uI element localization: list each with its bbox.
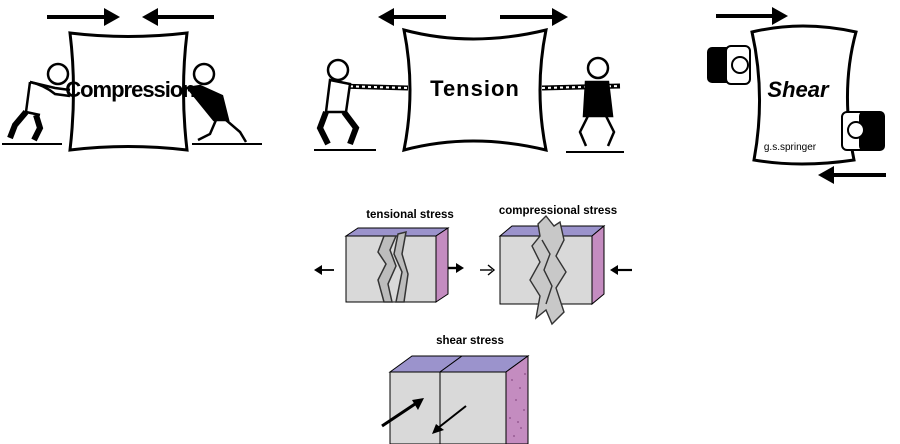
shear-stress-diagram: shear stress (381, 335, 530, 444)
compressional-folds (529, 214, 567, 326)
compressional-arrow-right (610, 265, 632, 275)
shear-label: Shear (767, 77, 830, 102)
shear-arrow-down (432, 405, 467, 434)
tension-arrow-right (500, 8, 568, 26)
tension-label: Tension (430, 76, 520, 101)
tension-block (402, 27, 548, 153)
tensional-cracks (377, 230, 409, 303)
shear-block (750, 24, 858, 166)
compressional-block-side (591, 224, 605, 306)
tension-arrow-left (378, 8, 446, 26)
compression-arrow-right (142, 8, 214, 26)
shear-right-block-front (439, 371, 507, 444)
compressional-arrow-left (480, 264, 496, 276)
shear-figure-bottom (841, 111, 885, 151)
credit-label: g.s.springer (764, 142, 817, 153)
shear-left-block-front (389, 371, 441, 444)
shear-right-block-side (505, 355, 529, 444)
compression-panel: Compression (2, 8, 262, 152)
tensional-arrow-left (314, 265, 334, 275)
left-pulling-figure (316, 58, 360, 146)
tensional-block-top (344, 227, 450, 237)
left-pushing-figure (7, 62, 71, 142)
tensional-stress-label: tensional stress (366, 209, 454, 221)
tensional-stress-diagram: tensional stress (314, 209, 464, 303)
shear-stress-label: shear stress (436, 335, 504, 347)
right-pushing-figure (185, 62, 248, 143)
compression-label: Compression (65, 77, 195, 102)
tensional-arrow-right (448, 263, 464, 273)
tension-panel: Tension (314, 8, 624, 153)
shear-figure-top (707, 45, 751, 85)
shear-arrow-bottom (818, 166, 886, 184)
shear-arrow-top (716, 7, 788, 25)
shear-panel: Shear g.s.springer (707, 7, 886, 184)
compression-arrow-left (47, 8, 120, 26)
compressional-stress-label: compressional stress (499, 205, 617, 217)
shear-arrow-up (381, 398, 424, 428)
right-pulling-figure (578, 56, 616, 147)
compression-block (68, 31, 189, 152)
tensional-block-side (435, 227, 449, 303)
compressional-stress-diagram: compressional stress (480, 205, 632, 326)
shear-side-texture (509, 373, 526, 437)
